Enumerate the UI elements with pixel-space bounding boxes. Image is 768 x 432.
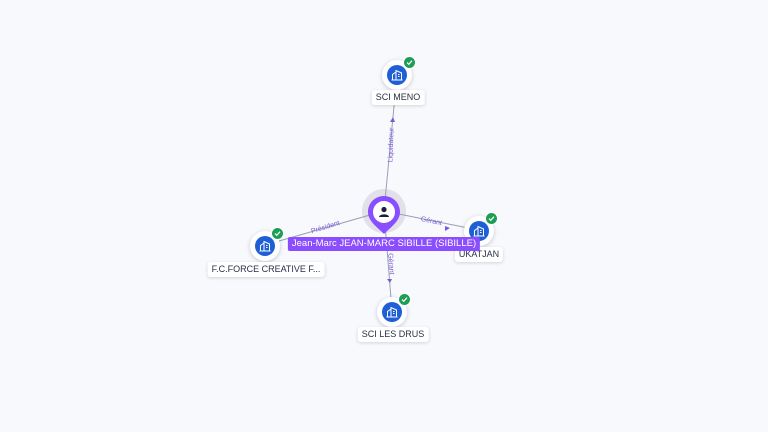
edge-label-president: Président xyxy=(310,220,340,235)
company-label[interactable]: SCI LES DRUS xyxy=(357,327,429,342)
company-node-sci-les-drus[interactable] xyxy=(377,293,411,327)
person-node[interactable] xyxy=(367,195,401,240)
edge-label-gerant-drus: Gérant xyxy=(386,253,394,275)
verified-check-icon xyxy=(485,212,498,225)
edge-label-gerant-ukatjan: Gérant xyxy=(420,216,442,227)
building-icon xyxy=(469,221,489,241)
verified-check-icon xyxy=(403,56,416,69)
building-icon xyxy=(387,65,407,85)
verified-check-icon xyxy=(271,227,284,240)
person-name-label[interactable]: Jean-Marc JEAN-MARC SIBILLE (SIBILLE) xyxy=(287,237,481,251)
company-node-fc-force[interactable] xyxy=(250,227,284,261)
company-label[interactable]: SCI MENO xyxy=(371,90,425,105)
edge-label-liquidateur: Liquidateur xyxy=(387,127,395,163)
person-icon xyxy=(368,196,400,234)
verified-check-icon xyxy=(398,293,411,306)
arrow-liquidateur xyxy=(390,117,395,122)
company-label[interactable]: F.C.FORCE CREATIVE F... xyxy=(207,262,325,277)
building-icon xyxy=(382,302,402,322)
arrow-gerant-ukatjan xyxy=(445,226,450,231)
company-node-sci-meno[interactable] xyxy=(382,56,416,90)
arrow-gerant-drus xyxy=(387,279,392,283)
building-icon xyxy=(255,236,275,256)
edge-president xyxy=(264,210,385,246)
